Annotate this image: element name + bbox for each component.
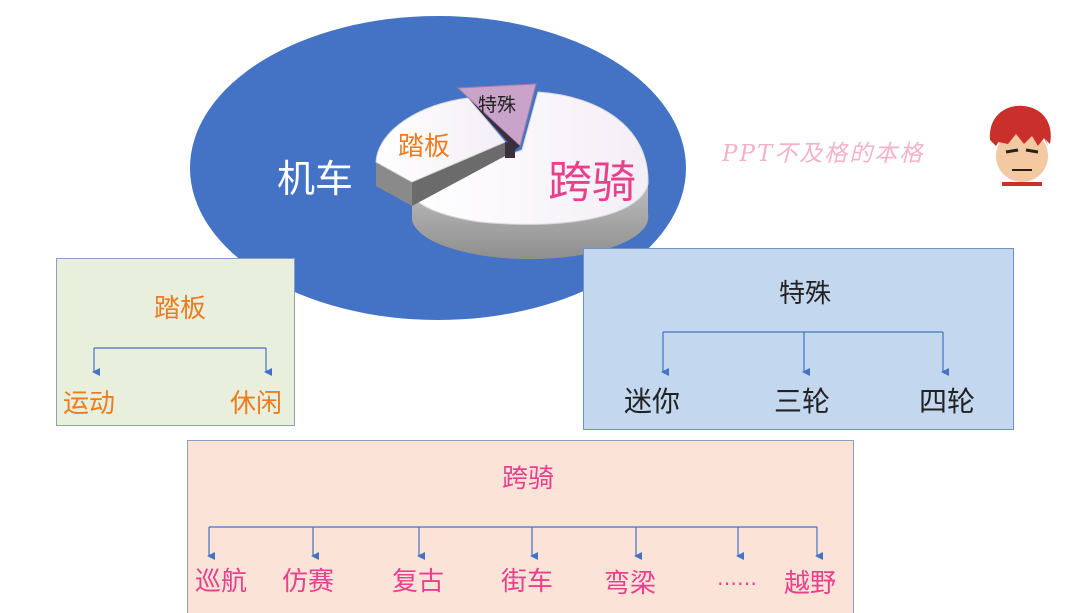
special-item-three-wheel: 三轮 bbox=[773, 385, 831, 418]
watermark-text: PPT不及格的本格 bbox=[722, 141, 925, 167]
scooter-box-title: 踏板 bbox=[153, 294, 207, 324]
cruiser-item-street: 街车 bbox=[500, 567, 554, 597]
pie-slice-scooter-side bbox=[376, 162, 412, 206]
cruiser-item-sport-replica: 仿赛 bbox=[281, 567, 335, 597]
cruiser-item-underbone: 弯梁 bbox=[603, 569, 657, 599]
cruiser-box-title: 跨骑 bbox=[501, 464, 555, 494]
pie-slice-scooter-side2 bbox=[412, 142, 505, 206]
pie-slice-cruiser bbox=[411, 91, 649, 225]
pie-label-cruiser: 跨骑 bbox=[548, 157, 636, 208]
special-box-title: 特殊 bbox=[778, 279, 832, 309]
scooter-box bbox=[56, 258, 295, 426]
scooter-item-leisure: 休闲 bbox=[229, 389, 283, 419]
pie-label-special: 特殊 bbox=[477, 94, 517, 116]
cruiser-item-offroad: 越野 bbox=[783, 569, 837, 599]
special-box bbox=[583, 248, 1014, 430]
character-avatar bbox=[989, 105, 1051, 186]
special-item-four-wheel: 四轮 bbox=[918, 385, 976, 418]
cruiser-item-ellipsis: …… bbox=[717, 566, 757, 590]
cruiser-item-retro: 复古 bbox=[391, 567, 445, 597]
pie-slice-scooter bbox=[375, 97, 506, 183]
pie-slice-special bbox=[456, 83, 537, 147]
scooter-item-sport: 运动 bbox=[62, 389, 116, 419]
cruiser-item-cruise: 巡航 bbox=[194, 567, 248, 597]
main-title: 机车 bbox=[276, 157, 354, 201]
special-item-mini: 迷你 bbox=[623, 385, 681, 418]
pie-label-scooter: 踏板 bbox=[397, 132, 451, 162]
